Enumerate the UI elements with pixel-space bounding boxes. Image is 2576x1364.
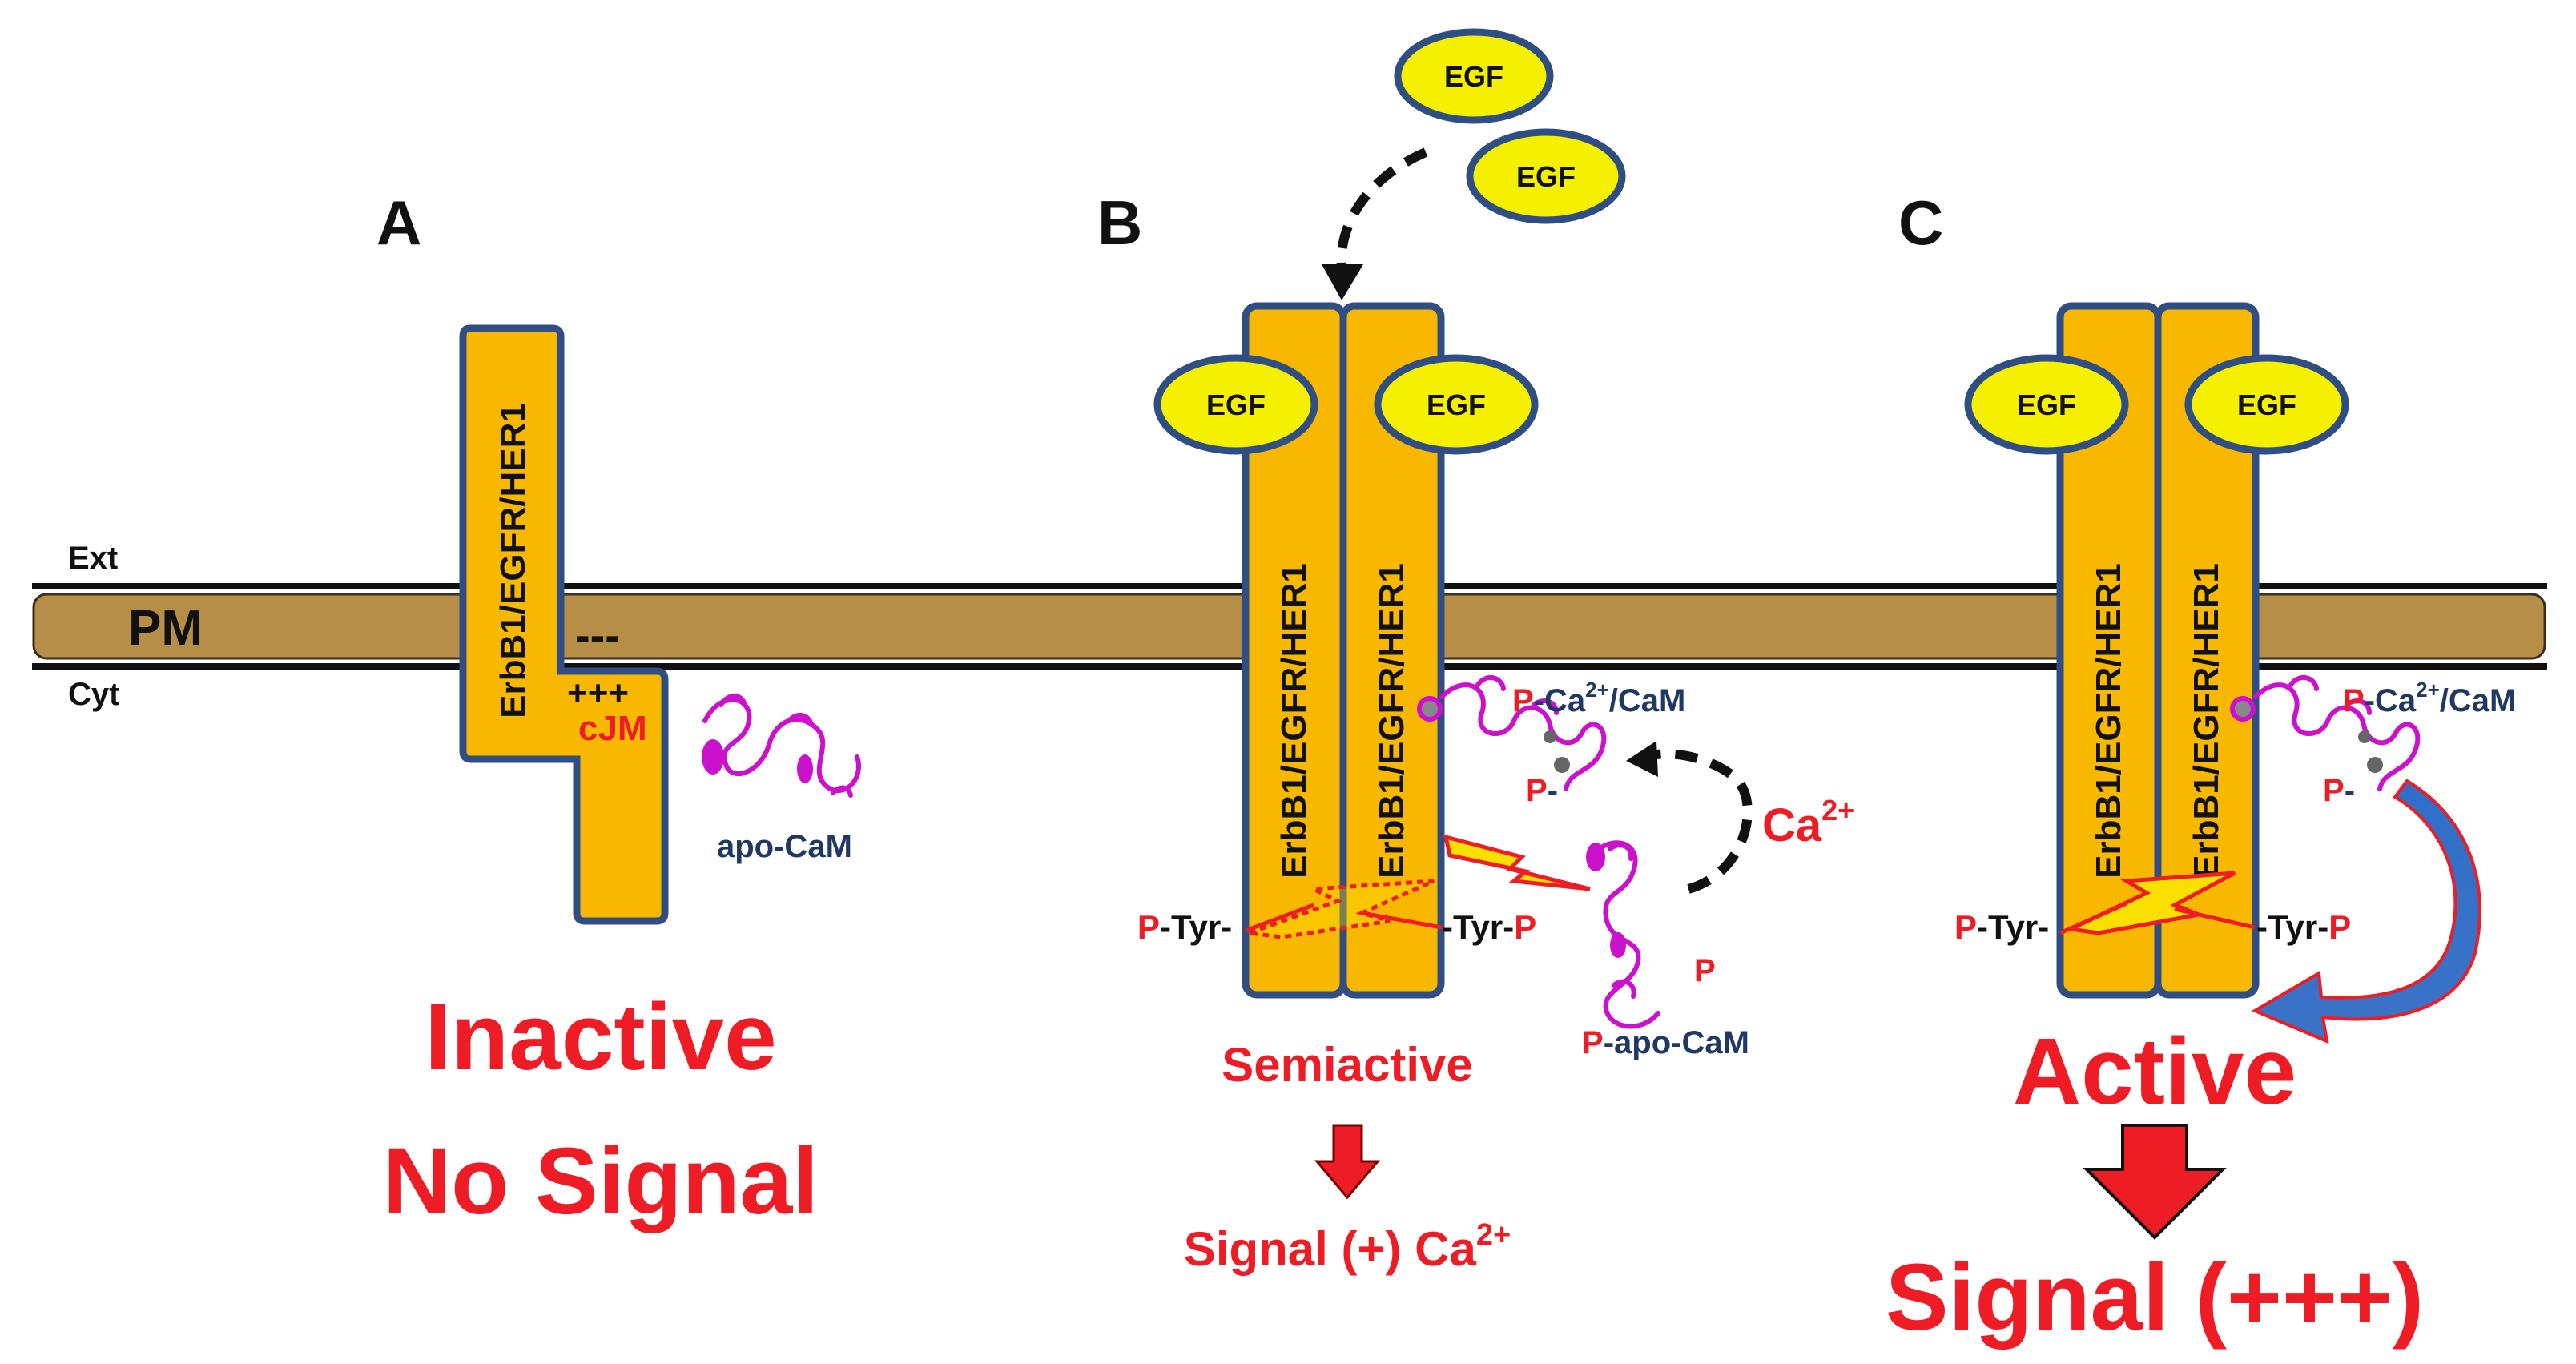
receptor-monomer-a [459, 324, 669, 925]
p-dash-c: P- [2323, 773, 2355, 808]
bound-calmodulin-b-icon [1417, 675, 1607, 791]
calcium-label: Ca2+ [1762, 794, 1854, 851]
svg-text:EGF: EGF [1516, 160, 1576, 193]
svg-text:EGF: EGF [2237, 388, 2296, 421]
calcium-binding-arrow [1646, 749, 1753, 894]
ext-label: Ext [68, 541, 118, 576]
receptor-label-a: ErbB1/EGFR/HER1 [493, 403, 533, 718]
signal-arrow-b [1314, 1124, 1381, 1200]
signal-arrow-c [2083, 1124, 2227, 1240]
p-apo-cam-label: P-apo-CaM [1582, 1025, 1749, 1060]
egf-bound-b-right: EGF [1374, 354, 1539, 455]
receptor-label-b-left: ErbB1/EGFR/HER1 [1274, 563, 1314, 879]
receptor-label-c-left: ErbB1/EGFR/HER1 [2089, 563, 2128, 879]
inactive-status: Inactive [425, 984, 776, 1090]
egf-free-ligand-1: EGF [1394, 28, 1554, 124]
egf-free-ligand-2: EGF [1466, 128, 1626, 224]
pm-label: PM [128, 601, 203, 656]
calcium-binding-arrowhead [1626, 741, 1658, 777]
p-on-apo-cam: P [1694, 953, 1716, 988]
cyt-label: Cyt [68, 677, 119, 712]
egf-bound-b-left: EGF [1153, 354, 1318, 455]
semiactive-status: Semiactive [1222, 1038, 1473, 1092]
ptyr-left-b: P-Tyr- [1137, 908, 1232, 946]
panel-c-letter: C [1898, 187, 1943, 258]
receptor-label-c-right: ErbB1/EGFR/HER1 [2187, 563, 2226, 879]
p-dash-b: P- [1526, 773, 1558, 808]
egf-bound-c-left: EGF [1964, 354, 2129, 455]
svg-text:EGF: EGF [2017, 388, 2076, 421]
positive-charges: +++ [567, 674, 629, 713]
activation-curved-arrow [2251, 779, 2481, 1044]
signal-strong-text: Signal (+++) [1886, 1245, 2424, 1350]
ptyr-left-c: P-Tyr- [1954, 908, 2049, 946]
ligand-binding-arrow [1336, 147, 1428, 269]
apo-calmodulin-icon [702, 693, 861, 798]
negative-charges: --- [575, 610, 620, 660]
cjm-label: cJM [578, 709, 647, 748]
receptor-dimer-b [1242, 302, 1445, 999]
kinase-activation-bolt-b [1249, 879, 1435, 940]
ptyr-right-c: -Tyr-P [2256, 908, 2351, 946]
panel-a-letter: A [376, 187, 421, 258]
apo-cam-label: apo-CaM [717, 829, 852, 864]
ptyr-right-b: -Tyr-P [1442, 908, 1536, 946]
svg-text:EGF: EGF [1444, 60, 1503, 93]
receptor-dimer-c [2056, 302, 2260, 999]
svg-text:EGF: EGF [1206, 388, 1266, 421]
panel-b-letter: B [1097, 187, 1142, 258]
p-apo-calmodulin-icon [1586, 840, 1660, 1029]
p-ca-cam-label-c: P-Ca2+/CaM [2343, 678, 2516, 718]
signal-plus-ca-text: Signal (+) Ca2+ [1184, 1218, 1511, 1276]
ligand-binding-arrowhead [1322, 264, 1363, 300]
receptor-label-b-right: ErbB1/EGFR/HER1 [1372, 563, 1411, 879]
lightning-bolt-b-icon [1443, 834, 1591, 891]
active-status: Active [2013, 1019, 2296, 1125]
svg-text:EGF: EGF [1427, 388, 1486, 421]
egf-bound-c-right: EGF [2184, 354, 2349, 455]
kinase-activation-bolt-c [2063, 871, 2236, 935]
bound-calmodulin-c-icon [2230, 675, 2421, 791]
p-ca-cam-label-b: P-Ca2+/CaM [1512, 678, 1685, 718]
no-signal-status: No Signal [383, 1129, 819, 1234]
